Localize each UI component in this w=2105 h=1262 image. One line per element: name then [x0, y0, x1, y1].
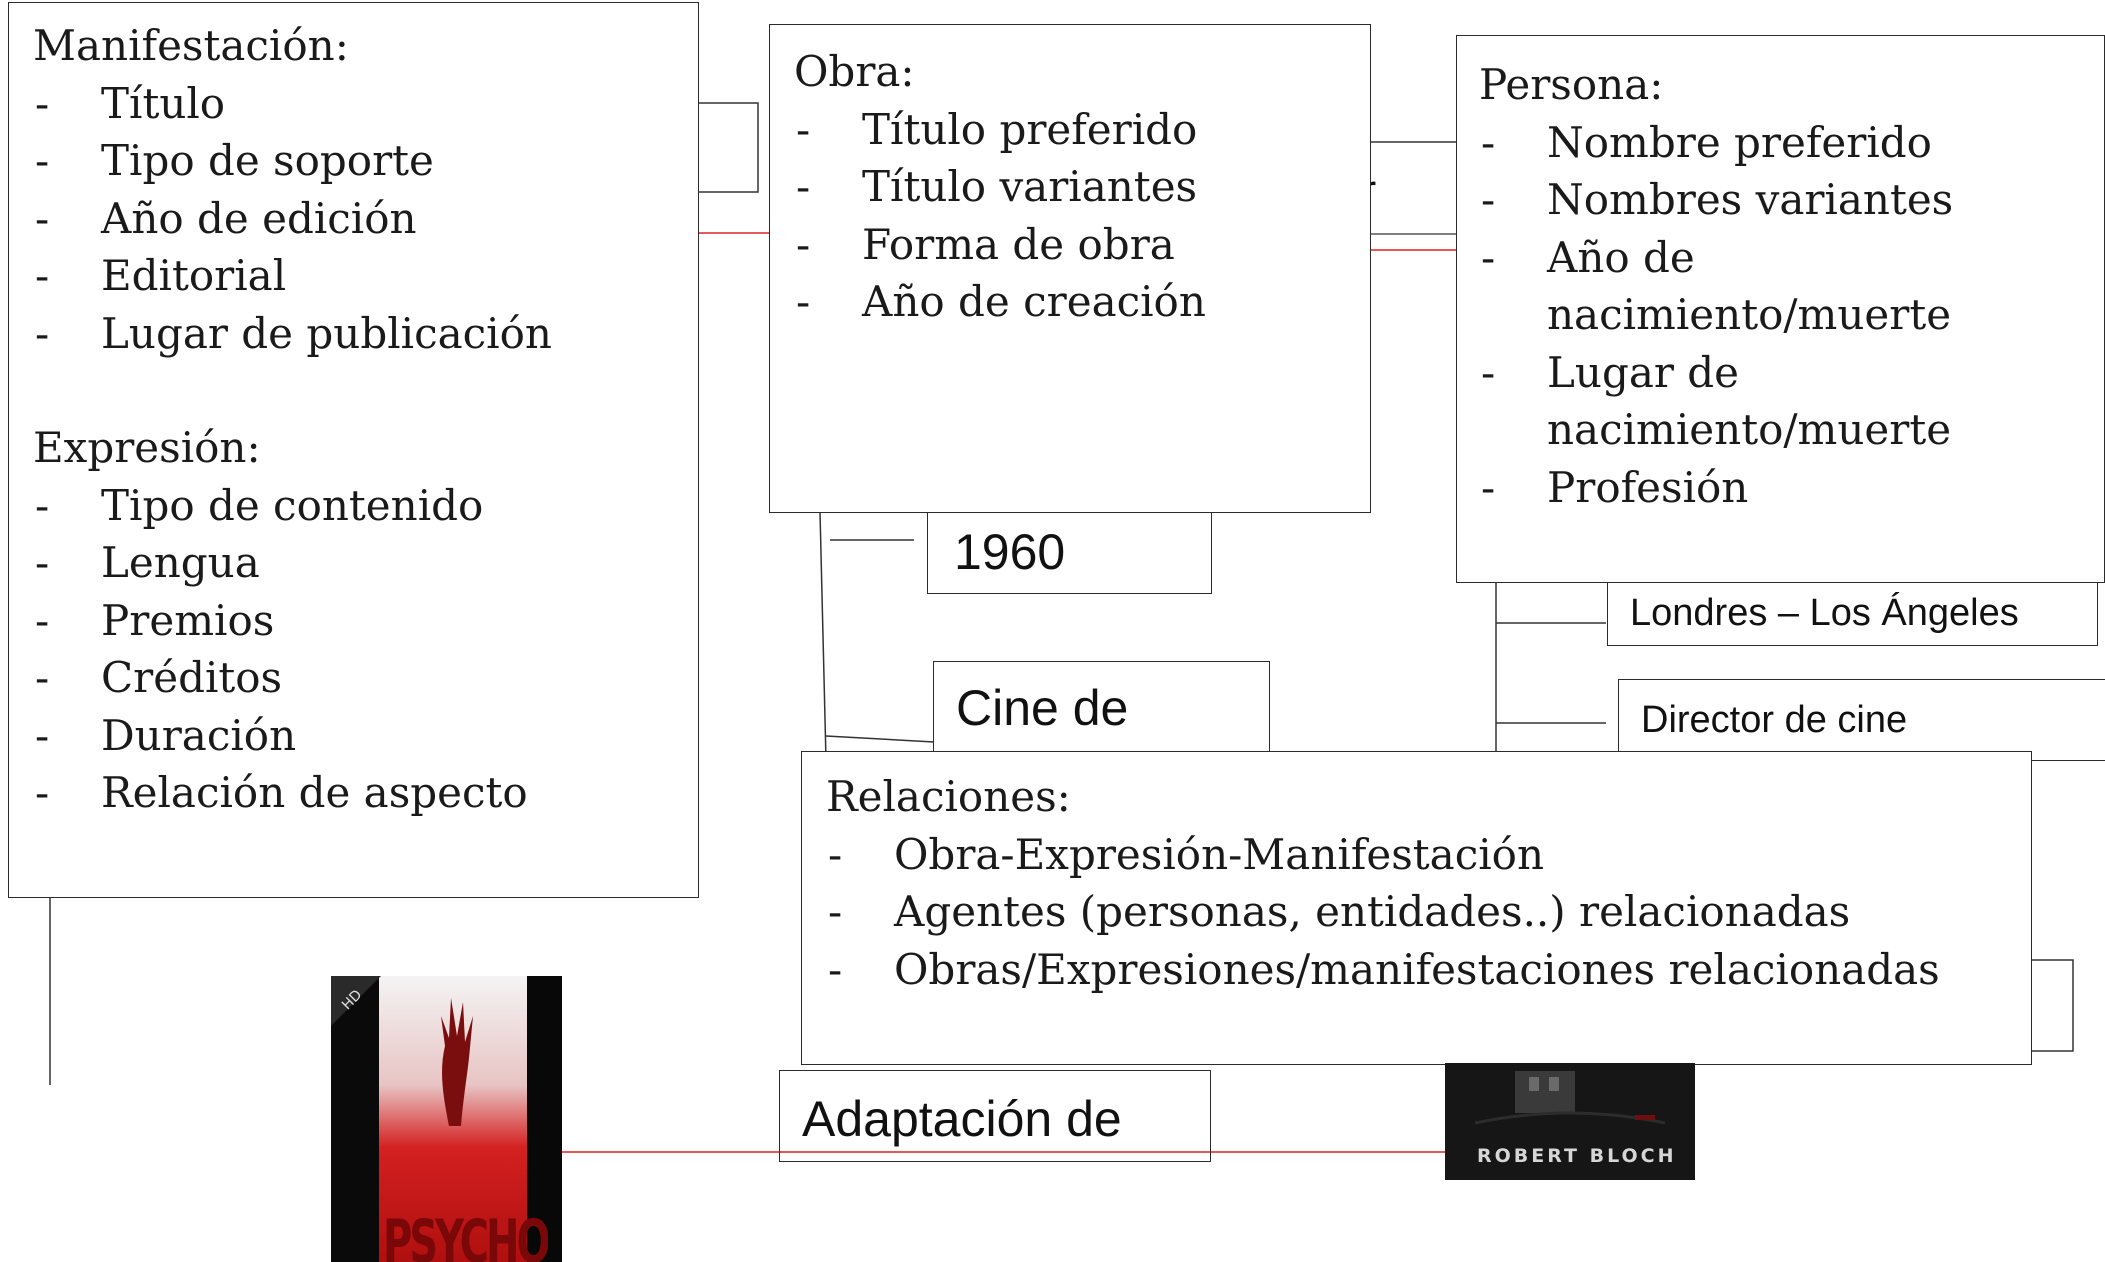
obra-heading: Obra: — [794, 47, 915, 96]
connector-relaciones-side — [2031, 959, 2074, 1052]
adaptacion-box: Adaptación de — [779, 1070, 1211, 1162]
londres-label: Londres – Los Ángeles — [1630, 592, 2019, 634]
connector-cine — [825, 735, 935, 743]
expresion-heading: Expresión: — [33, 423, 261, 472]
bloch-book-cover-image: ROBERT BLOCH — [1445, 1063, 1695, 1180]
list-item: -Lugar de publicación — [35, 308, 552, 358]
list-item: -Relación de aspecto — [35, 768, 528, 817]
list-item: -Editorial — [35, 251, 287, 300]
expresion-list: -Tipo de contenido -Lengua -Premios -Cré… — [33, 477, 698, 822]
list-item: -Duración — [35, 710, 297, 760]
cine-de-label: Cine de — [956, 680, 1129, 736]
obra-list: -Título preferido -Título variantes -For… — [794, 101, 1370, 331]
bloch-cover-art — [1445, 1063, 1695, 1180]
psycho-poster-art — [331, 976, 562, 1262]
director-label: Director de cine — [1641, 699, 1908, 741]
londres-box: Londres – Los Ángeles — [1607, 582, 2098, 646]
obra-box: Obra: -Título preferido -Título variante… — [769, 24, 1371, 513]
list-item: -Año de edición — [35, 193, 417, 243]
bloch-author-text: ROBERT BLOCH — [1477, 1145, 1677, 1167]
persona-list: -Nombre preferido -Nombres variantes -Añ… — [1479, 114, 2104, 517]
psycho-poster-image: HD PSYCHO — [331, 976, 562, 1262]
list-item: -Tipo de contenido — [35, 480, 484, 530]
connector-manif-obra — [698, 102, 759, 193]
list-item: -Premios — [35, 595, 275, 645]
relaciones-box: Relaciones: -Obra-Expresión-Manifestació… — [801, 751, 2032, 1065]
list-item: -Nombres variantes — [1481, 175, 1954, 224]
adaptacion-label: Adaptación de — [802, 1091, 1122, 1147]
manifestacion-list: -Título -Tipo de soporte -Año de edición… — [33, 75, 698, 363]
list-item: -Título variantes — [796, 162, 1198, 211]
list-item: -Tipo de soporte — [35, 136, 434, 185]
connector-obra-vertical — [819, 511, 827, 761]
list-item: -Agentes (personas, entidades..) relacio… — [828, 887, 1851, 936]
director-box: Director de cine — [1618, 679, 2105, 761]
relaciones-list: -Obra-Expresión-Manifestación -Agentes (… — [826, 826, 2031, 999]
list-item: -Forma de obra — [796, 219, 1175, 269]
year-1960-box: 1960 — [927, 512, 1212, 594]
list-item: -Obras/Expresiones/manifestaciones relac… — [828, 944, 1940, 994]
manifestacion-expresion-box: Manifestación: -Título -Tipo de soporte … — [8, 2, 699, 898]
list-item: -Título preferido — [796, 104, 1198, 154]
cine-de-box: Cine de — [933, 661, 1270, 761]
relaciones-heading: Relaciones: — [826, 772, 1071, 821]
list-item: -Lengua — [35, 538, 260, 587]
list-item: -Año de creación — [796, 277, 1206, 326]
list-item: -Título — [35, 78, 226, 128]
persona-heading: Persona: — [1479, 60, 1664, 109]
psycho-title-text: PSYCHO — [383, 1208, 548, 1262]
list-item: -Nombre preferido — [1481, 117, 1932, 167]
list-item: -Créditos — [35, 653, 283, 702]
year-1960-label: 1960 — [954, 524, 1066, 580]
list-item: -Obra-Expresión-Manifestación — [828, 829, 1544, 879]
persona-box: Persona: -Nombre preferido -Nombres vari… — [1456, 35, 2105, 583]
manifestacion-heading: Manifestación: — [33, 21, 349, 70]
list-item: -Profesión — [1481, 462, 1749, 512]
